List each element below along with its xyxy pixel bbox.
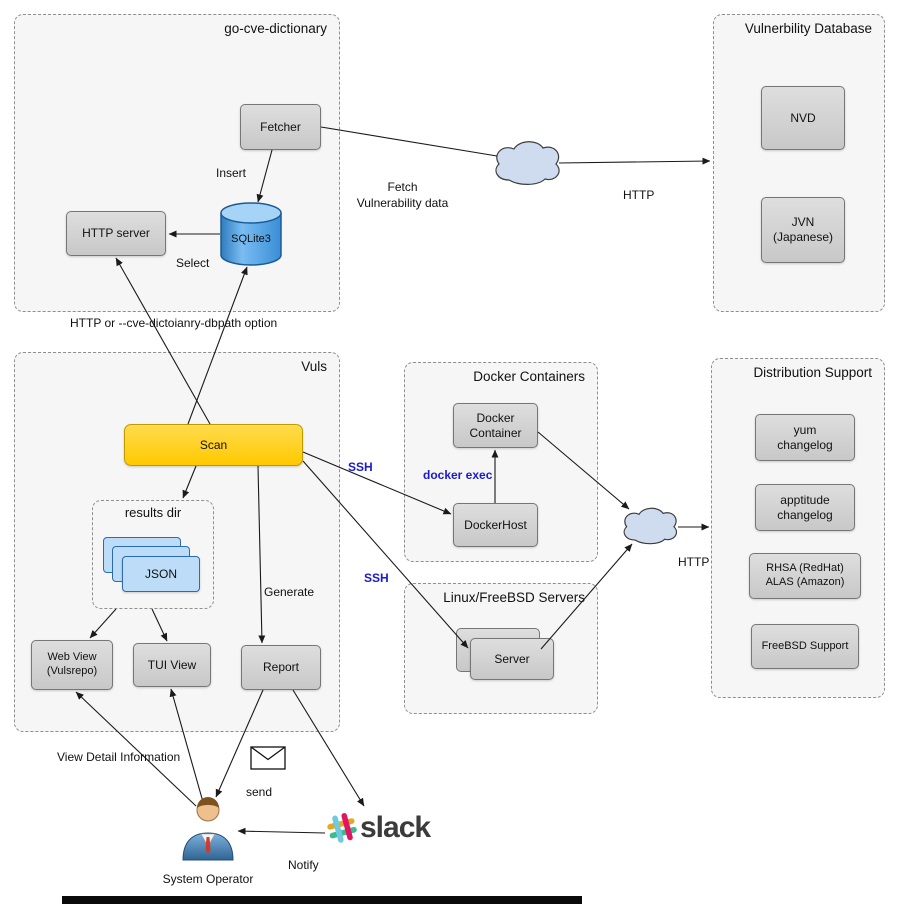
label-notify: Notify bbox=[288, 858, 319, 872]
arrow-cloud-to-vulndb bbox=[558, 157, 711, 165]
label-fetch-vulnerability-data: Fetch Vulnerability data bbox=[356, 180, 449, 210]
label-docker-exec: docker exec bbox=[423, 468, 493, 482]
linux-freebsd-servers-title: Linux/FreeBSD Servers bbox=[443, 590, 585, 605]
internet-cloud-icon-left bbox=[495, 141, 560, 185]
label-insert: Insert bbox=[216, 166, 247, 180]
node-freebsd-support: FreeBSD Support bbox=[751, 624, 859, 669]
vulnerability-database-title: Vulnerbility Database bbox=[744, 21, 872, 36]
node-report: Report bbox=[241, 645, 321, 690]
node-nvd: NVD bbox=[761, 86, 845, 150]
label-http-dbpath-option: HTTP or --cve-dictoianry-dbpath option bbox=[70, 316, 278, 330]
slack-wordmark: slack bbox=[360, 811, 431, 844]
bottom-edge-bar bbox=[62, 896, 582, 904]
node-fetcher: Fetcher bbox=[240, 104, 321, 150]
node-scan: Scan bbox=[124, 424, 303, 466]
distribution-support-title: Distribution Support bbox=[753, 365, 872, 380]
envelope-icon bbox=[250, 746, 286, 770]
label-send: send bbox=[246, 785, 273, 799]
node-apptitude-changelog: apptitude changelog bbox=[755, 484, 855, 531]
node-yum-changelog: yum changelog bbox=[755, 414, 855, 461]
sqlite3-label: SQLite3 bbox=[231, 233, 271, 245]
label-http-dist: HTTP bbox=[678, 555, 710, 569]
node-rhsa-alas: RHSA (RedHat) ALAS (Amazon) bbox=[749, 553, 861, 599]
json-file: JSON bbox=[122, 556, 200, 592]
internet-cloud-icon-right bbox=[623, 507, 678, 545]
label-ssh-docker: SSH bbox=[348, 460, 373, 474]
go-cve-dictionary-title: go-cve-dictionary bbox=[224, 21, 327, 36]
label-select: Select bbox=[176, 256, 210, 270]
label-ssh-linux: SSH bbox=[364, 571, 389, 585]
node-http-server: HTTP server bbox=[66, 211, 166, 256]
label-generate: Generate bbox=[264, 585, 315, 599]
label-system-operator: System Operator bbox=[162, 872, 254, 886]
docker-containers-title: Docker Containers bbox=[473, 369, 585, 384]
label-view-detail-information: View Detail Information bbox=[57, 750, 181, 764]
node-docker-host: DockerHost bbox=[453, 503, 538, 547]
node-docker-container: Docker Container bbox=[453, 403, 538, 448]
line-fetcher-to-cloud bbox=[320, 126, 498, 157]
node-jvn: JVN (Japanese) bbox=[761, 197, 845, 263]
system-operator-icon bbox=[182, 797, 234, 861]
node-tui-view: TUI View bbox=[133, 643, 211, 687]
vuls-title: Vuls bbox=[301, 359, 327, 374]
node-server: Server bbox=[470, 638, 554, 680]
node-web-view: Web View (Vulsrepo) bbox=[31, 640, 113, 690]
arrow-slack-notify-operator bbox=[237, 827, 326, 835]
label-http-fetch: HTTP bbox=[623, 188, 655, 202]
container-vulnerability-database: Vulnerbility Database bbox=[713, 14, 885, 312]
results-dir-title: results dir bbox=[124, 505, 182, 520]
slack-hash-icon bbox=[327, 813, 357, 843]
sqlite3-database-icon bbox=[220, 202, 282, 266]
